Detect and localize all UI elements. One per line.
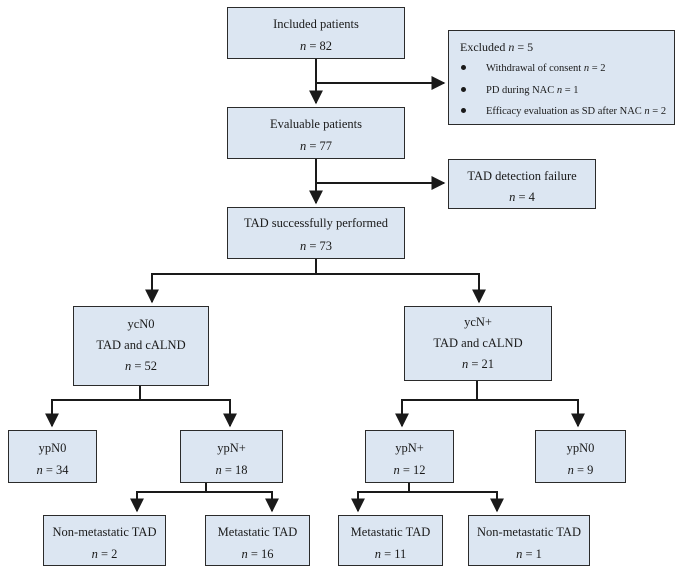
bullet-icon — [461, 87, 466, 93]
ycnplus-ypnplus-label: ypN+ — [395, 441, 424, 455]
ycn0-ypnplus-count: n = 18 — [215, 463, 248, 477]
ycnplus-procedure: TAD and cALND — [433, 336, 523, 350]
tad-failure-box: TAD detection failure n = 4 — [448, 159, 596, 209]
excluded-reason-item: Withdrawal of consent n = 2 — [461, 63, 606, 74]
right-nonmetastatic-tad-count: n = 1 — [516, 547, 542, 561]
branch-right-ypnplus-right — [409, 491, 504, 513]
bullet-icon — [461, 65, 466, 71]
branch-tad-success-right — [316, 273, 486, 304]
ycn0-ypn0-box: ypN0 n = 34 — [8, 430, 97, 483]
tad-failure-label: TAD detection failure — [467, 169, 577, 183]
included-patients-label: Included patients — [273, 17, 359, 31]
ycn0-ypnplus-box: ypN+ n = 18 — [180, 430, 283, 483]
ycnplus-ypn0-label: ypN0 — [566, 441, 595, 455]
branch-left-ypnplus-left — [130, 483, 207, 513]
included-patients-box: Included patients n = 82 — [227, 7, 405, 59]
right-nonmetastatic-tad-label: Non-metastatic TAD — [477, 525, 581, 539]
branch-right-ypnplus-left — [351, 483, 410, 513]
evaluable-patients-box: Evaluable patients n = 77 — [227, 107, 405, 159]
bullet-icon — [461, 108, 466, 114]
ycn0-ypnplus-label: ypN+ — [217, 441, 246, 455]
excluded-reason-item: Efficacy evaluation as SD after NAC n = … — [461, 106, 666, 117]
ycnplus-label: ycN+ — [464, 315, 492, 329]
right-metastatic-tad-count: n = 11 — [374, 547, 407, 561]
tad-failure-count: n = 4 — [509, 190, 535, 204]
right-metastatic-tad-box: Metastatic TAD n = 11 — [338, 515, 443, 566]
right-metastatic-tad-label: Metastatic TAD — [350, 525, 431, 539]
evaluable-patients-count: n = 77 — [299, 139, 333, 153]
branch-ycn0-left — [45, 386, 141, 428]
branch-ycn0-right — [140, 399, 237, 428]
branch-left-ypnplus-right — [206, 491, 279, 513]
left-metastatic-tad-box: Metastatic TAD n = 16 — [205, 515, 310, 566]
excluded-title: Excluded n = 5 — [460, 40, 534, 54]
included-patients-count: n = 82 — [299, 39, 333, 53]
evaluable-patients-label: Evaluable patients — [270, 117, 362, 131]
tad-success-box: TAD successfully performed n = 73 — [227, 207, 405, 259]
excluded-box: Excluded n = 5 Withdrawal of consent n =… — [448, 30, 675, 125]
left-metastatic-tad-label: Metastatic TAD — [217, 525, 298, 539]
left-nonmetastatic-tad-count: n = 2 — [91, 547, 118, 561]
left-nonmetastatic-tad-box: Non-metastatic TAD n = 2 — [43, 515, 166, 566]
branch-tad-success — [145, 259, 317, 304]
tad-success-count: n = 73 — [299, 239, 333, 253]
branch-ycnplus-left — [395, 381, 478, 428]
left-metastatic-tad-count: n = 16 — [241, 547, 274, 561]
ycn0-label: ycN0 — [127, 317, 155, 331]
ycnplus-box: ycN+ TAD and cALND n = 21 — [404, 306, 552, 381]
ycnplus-ypn0-box: ypN0 n = 9 — [535, 430, 626, 483]
left-nonmetastatic-tad-label: Non-metastatic TAD — [52, 525, 157, 539]
ycn0-count: n = 52 — [124, 359, 158, 373]
right-nonmetastatic-tad-box: Non-metastatic TAD n = 1 — [468, 515, 590, 566]
ycnplus-ypn0-count: n = 9 — [567, 463, 594, 477]
ycn0-ypn0-label: ypN0 — [38, 441, 67, 455]
ycn0-ypn0-count: n = 34 — [36, 463, 69, 477]
ycn0-procedure: TAD and cALND — [96, 338, 186, 352]
branch-ycnplus-right — [477, 399, 585, 428]
tad-success-label: TAD successfully performed — [243, 216, 389, 230]
excluded-reason-item: PD during NAC n = 1 — [461, 85, 579, 96]
ycn0-box: ycN0 TAD and cALND n = 52 — [73, 306, 209, 386]
ycnplus-ypnplus-box: ypN+ n = 12 — [365, 430, 454, 483]
ycnplus-ypnplus-count: n = 12 — [393, 463, 426, 477]
ycnplus-count: n = 21 — [461, 357, 495, 371]
